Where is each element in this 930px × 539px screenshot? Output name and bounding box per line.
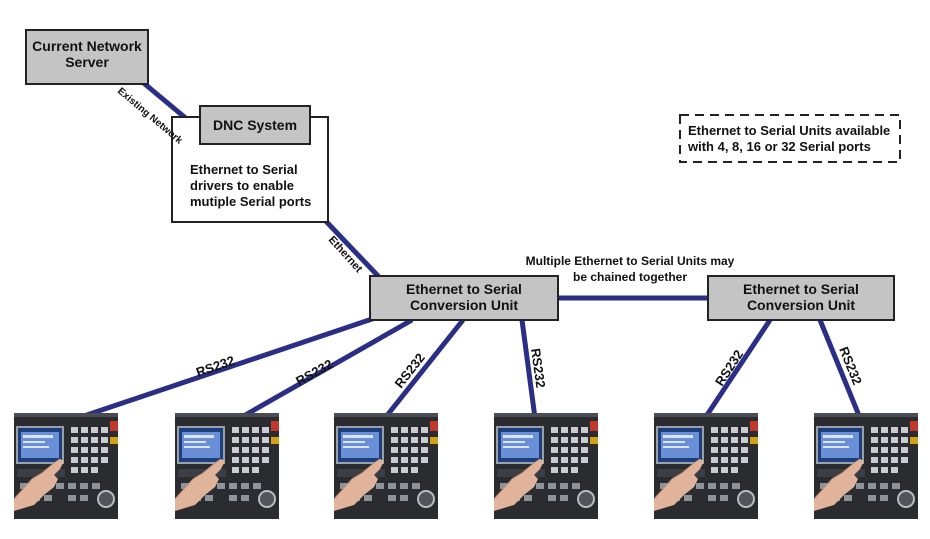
cnc-control-panel-icon [174, 412, 280, 520]
cnc-control-panel-icon [13, 412, 119, 520]
server-label-line-2: Server [65, 54, 109, 70]
note-line-1: Ethernet to Serial Units available [688, 123, 890, 138]
link-rs232-5 [702, 318, 773, 420]
connection-lines [77, 78, 863, 421]
dnc-system-title: DNC System [213, 117, 297, 133]
cnc-control-panel-icon [813, 412, 919, 520]
link-rs232-1 [77, 315, 376, 421]
dnc-system-node: DNC System Ethernet to Serial drivers to… [171, 105, 329, 223]
link-rs232-6 [817, 319, 863, 419]
cnc-control-panel-icon [333, 412, 439, 520]
ports-note: Ethernet to Serial Units available with … [679, 114, 901, 163]
link-rs232-3 [383, 318, 465, 420]
chain-label-line-1: Multiple Ethernet to Serial Units may [526, 254, 735, 268]
chain-label-line-2: be chained together [573, 270, 687, 284]
note-line-2: with 4, 8, 16 or 32 Serial ports [687, 139, 871, 154]
unit2-label-line-2: Conversion Unit [747, 297, 855, 313]
unit1-label-line-2: Conversion Unit [410, 297, 518, 313]
cnc-control-panel-icon [493, 412, 599, 520]
dnc-desc-line-3: mutiple Serial ports [190, 194, 311, 209]
unit1-label-line-1: Ethernet to Serial [406, 281, 522, 297]
conversion-unit-2: Ethernet to Serial Conversion Unit [707, 275, 895, 321]
dnc-desc-line-1: Ethernet to Serial [190, 162, 298, 177]
dnc-desc-line-2: drivers to enable [190, 178, 294, 193]
link-dnc-unit1 [318, 213, 382, 280]
server-label-line-1: Current Network [32, 38, 142, 54]
current-network-server-node: Current Network Server [25, 29, 149, 85]
link-rs232-4 [519, 319, 538, 419]
rs232-label-4: RS232 [528, 347, 548, 388]
rs232-label-1: RS232 [194, 353, 236, 380]
unit2-label-line-1: Ethernet to Serial [743, 281, 859, 297]
link-rs232-2 [238, 317, 414, 421]
cnc-control-panel-icon [653, 412, 759, 520]
cnc-machines [13, 412, 919, 520]
conversion-unit-1: Ethernet to Serial Conversion Unit [369, 275, 559, 321]
rs232-label-2: RS232 [293, 356, 335, 388]
